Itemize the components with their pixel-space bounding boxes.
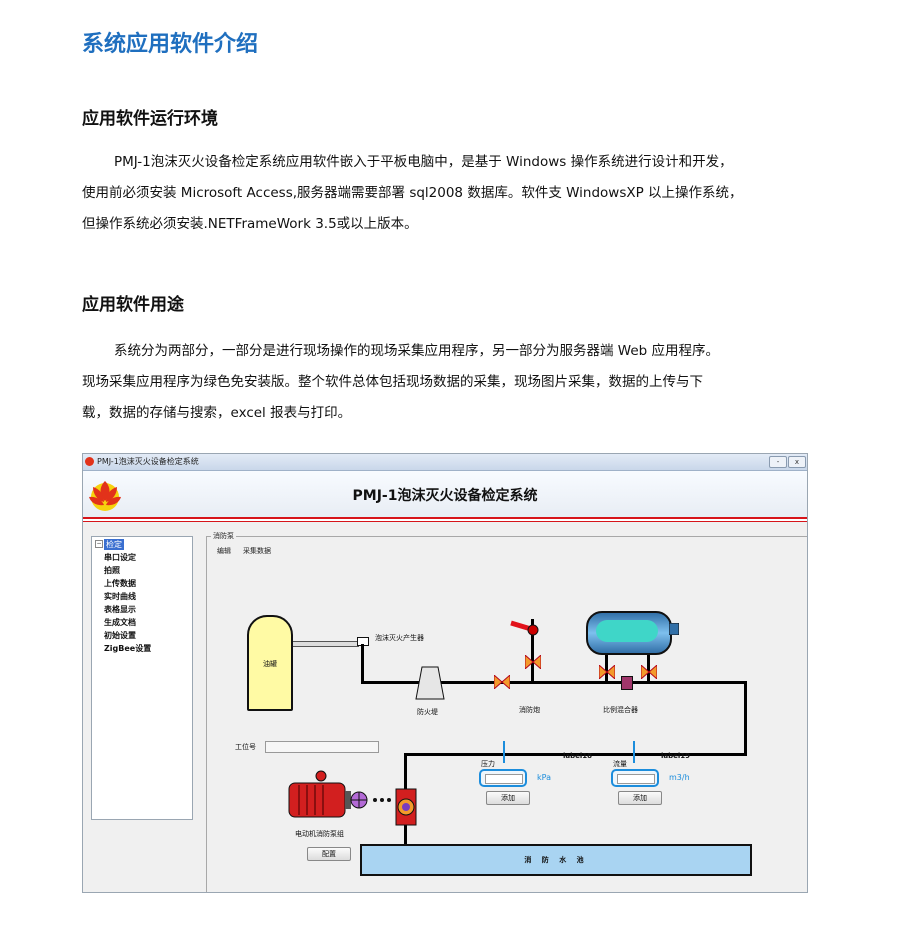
oil-tank-label: 油罐 (263, 660, 277, 668)
minimize-button[interactable]: - (769, 456, 787, 468)
tree-item-generate-doc[interactable]: 生成文档 (104, 618, 136, 627)
petrochina-logo-icon (89, 481, 121, 511)
work-no-input[interactable] (265, 741, 379, 753)
work-no-label: 工位号 (235, 743, 256, 751)
section-heading-environment: 应用软件运行环境 (82, 109, 218, 129)
menu-edit[interactable]: 编辑 (217, 547, 231, 555)
section-heading-usage: 应用软件用途 (82, 295, 184, 315)
pressure-gauge (479, 769, 527, 787)
valve-icon[interactable] (599, 665, 615, 679)
pressure-unit: kPa (537, 773, 551, 782)
foam-tank-cap (669, 623, 679, 635)
app-logo-icon (85, 457, 94, 466)
pipe (605, 653, 608, 681)
pipe (404, 823, 407, 846)
menu-collect-data[interactable]: 采集数据 (243, 547, 271, 555)
tree-item-zigbee[interactable]: ZigBee设置 (104, 644, 152, 653)
valve-icon[interactable] (641, 665, 657, 679)
foam-generator-label: 泡沫灭火产生器 (375, 634, 424, 642)
proportional-mixer-label: 比例混合器 (603, 706, 638, 714)
paragraph-line: PMJ-1泡沫灭火设备检定系统应用软件嵌入于平板电脑中，是基于 Windows … (114, 154, 733, 170)
pipe (744, 681, 747, 755)
header-divider (83, 521, 807, 522)
tree-item-table[interactable]: 表格显示 (104, 605, 136, 614)
hydrant-icon (510, 620, 539, 636)
pipe (361, 644, 364, 684)
fire-water-pool: 消 防 水 池 (360, 844, 752, 876)
paragraph-line: 现场采集应用程序为绿色免安装版。整个软件总体包括现场数据的采集，现场图片采集，数… (82, 374, 703, 390)
tree-item-serial-port[interactable]: 串口设定 (104, 553, 136, 562)
pressure-display (485, 774, 523, 784)
flow-add-button[interactable]: 添加 (618, 791, 662, 805)
header-divider (83, 517, 807, 519)
pipe (531, 619, 534, 681)
foam-tank (586, 611, 672, 655)
close-button[interactable]: x (788, 456, 806, 468)
collapse-icon[interactable]: − (95, 540, 103, 548)
navigation-tree: − 检定 串口设定 拍照 上传数据 实时曲线 表格显示 生成文档 初始设置 Zi… (91, 536, 193, 820)
app-header-title: PMJ-1泡沫灭火设备检定系统 (352, 488, 538, 504)
fire-pump-icon (395, 788, 417, 826)
configure-button[interactable]: 配置 (307, 847, 351, 861)
flow-gauge (611, 769, 659, 787)
paragraph-line: 使用前必须安装 Microsoft Access,服务器端需要部署 sql200… (82, 185, 743, 201)
sensor-line (503, 741, 505, 763)
app-content: − 检定 串口设定 拍照 上传数据 实时曲线 表格显示 生成文档 初始设置 Zi… (83, 522, 807, 892)
paragraph-line: 但操作系统必须安装.NETFrameWork 3.5或以上版本。 (82, 216, 418, 232)
paragraph-line: 系统分为两部分，一部分是进行现场操作的现场采集应用程序，另一部分为服务器端 We… (114, 343, 720, 359)
tree-item-upload[interactable]: 上传数据 (104, 579, 136, 588)
flow-display (617, 774, 655, 784)
foam-tank-liquid (596, 620, 658, 642)
valve-icon[interactable] (494, 675, 510, 689)
fire-dike-icon (415, 666, 445, 700)
tree-item-init-settings[interactable]: 初始设置 (104, 631, 136, 640)
electric-pump-icon (288, 770, 391, 818)
hydrant-label: 消防炮 (519, 706, 540, 714)
pressure-value-label: label18 (563, 752, 593, 760)
app-window: PMJ-1泡沫灭火设备检定系统 - x PMJ-1泡沫灭火设备检定系统 − 检定… (82, 453, 808, 893)
window-title: PMJ-1泡沫灭火设备检定系统 (97, 457, 199, 466)
pipe (404, 753, 407, 791)
flow-value-label: label19 (661, 752, 691, 760)
pool-label: 消 防 水 池 (524, 856, 588, 864)
tree-root[interactable]: 检定 (104, 539, 124, 550)
tree-item-photo[interactable]: 拍照 (104, 566, 120, 575)
flow-unit: m3/h (669, 773, 690, 782)
app-header: PMJ-1泡沫灭火设备检定系统 (83, 471, 807, 517)
pipe (361, 681, 747, 684)
process-panel: 消防泵 编辑 采集数据 油罐 泡沫灭火产生器 防火堤 (206, 531, 807, 892)
pipe (647, 653, 650, 681)
pressure-add-button[interactable]: 添加 (486, 791, 530, 805)
proportional-mixer (621, 676, 633, 690)
flow-label: 流量 (613, 760, 627, 768)
page-title: 系统应用软件介绍 (82, 32, 259, 57)
pipe (291, 641, 359, 647)
pump-set-label: 电动机消防泵组 (295, 830, 344, 838)
valve-icon[interactable] (525, 655, 541, 669)
oil-tank: 油罐 (247, 615, 293, 711)
paragraph-usage: 系统分为两部分，一部分是进行现场操作的现场采集应用程序，另一部分为服务器端 We… (82, 336, 822, 429)
tree-item-realtime-curve[interactable]: 实时曲线 (104, 592, 136, 601)
fire-dike-label: 防火堤 (417, 708, 438, 716)
panel-legend: 消防泵 (211, 531, 236, 541)
title-bar: PMJ-1泡沫灭火设备检定系统 - x (83, 454, 807, 471)
pipe (404, 753, 747, 756)
paragraph-environment: PMJ-1泡沫灭火设备检定系统应用软件嵌入于平板电脑中，是基于 Windows … (82, 147, 822, 240)
paragraph-line: 载，数据的存储与搜索，excel 报表与打印。 (82, 405, 352, 421)
sensor-line (633, 741, 635, 763)
pressure-label: 压力 (481, 760, 495, 768)
